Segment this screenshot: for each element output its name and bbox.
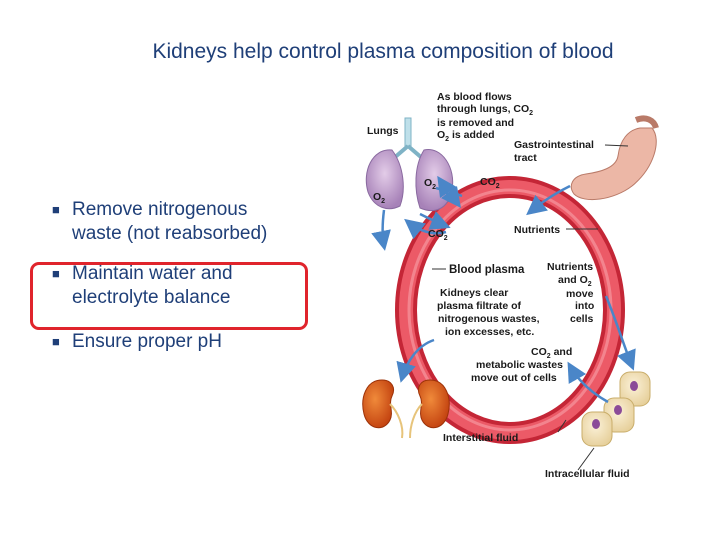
leader-lines [432, 144, 629, 471]
bullet-item: ■ Maintain water and electrolyte balance [52, 262, 233, 310]
blood-plasma-label: Blood plasma [449, 264, 525, 276]
square-bullet-icon: ■ [52, 266, 60, 281]
gi-tract-label: tract [514, 152, 537, 164]
co2-label: CO2 [480, 176, 500, 190]
o2-label: O2 [424, 177, 436, 191]
o2-label: O2 [373, 191, 385, 205]
bullet-line: Ensure proper pH [72, 331, 222, 352]
gi-tract-label: Gastrointestinal [514, 139, 594, 151]
flow-arrows [371, 175, 636, 404]
nutrients-label: Nutrients [514, 224, 560, 236]
nutrients-move-label: and O2 [558, 274, 592, 288]
stomach-icon [570, 115, 659, 200]
square-bullet-icon: ■ [52, 334, 60, 349]
kidneys-note-line: ion excesses, etc. [445, 326, 534, 338]
bullet-line: electrolyte balance [72, 287, 231, 308]
lungs-note-line: As blood flows [437, 91, 512, 103]
lungs-note-line: is removed and [437, 117, 514, 129]
bullet-line: Maintain water and [72, 263, 233, 284]
wastes-out-label: CO2 and [531, 346, 572, 360]
bullet-line: waste (not reabsorbed) [72, 223, 268, 244]
lungs-label: Lungs [367, 125, 399, 137]
kidneys-icon [362, 379, 450, 439]
co2-label: CO2 [428, 228, 448, 242]
bullet-line: Remove nitrogenous [72, 199, 248, 220]
kidneys-note-line: nitrogenous wastes, [438, 313, 540, 325]
bullet-item: ■ Remove nitrogenous waste (not reabsorb… [52, 198, 267, 246]
cells-icon [581, 371, 651, 447]
lungs-note-line: through lungs, CO2 [437, 103, 533, 117]
nutrients-move-label: into [575, 300, 594, 312]
interstitial-fluid-label: Interstitial fluid [443, 432, 518, 444]
wastes-out-label: metabolic wastes [476, 359, 563, 371]
nutrients-move-label: cells [570, 313, 594, 325]
square-bullet-icon: ■ [52, 202, 60, 217]
highlight-box [30, 262, 308, 330]
bullet-item: ■ Ensure proper pH [52, 330, 222, 354]
nutrients-move-label: Nutrients [547, 261, 593, 273]
lungs-note-line: O2 is added [437, 129, 495, 143]
kidneys-note-line: Kidneys clear [440, 287, 508, 299]
wastes-out-label: move out of cells [471, 372, 557, 384]
kidneys-note-line: plasma filtrate of [437, 300, 522, 312]
intracellular-fluid-label: Intracellular fluid [545, 468, 630, 480]
nutrients-move-label: move [566, 288, 594, 300]
slide-title: Kidneys help control plasma composition … [152, 40, 614, 63]
blood-plasma-ring [395, 176, 625, 444]
